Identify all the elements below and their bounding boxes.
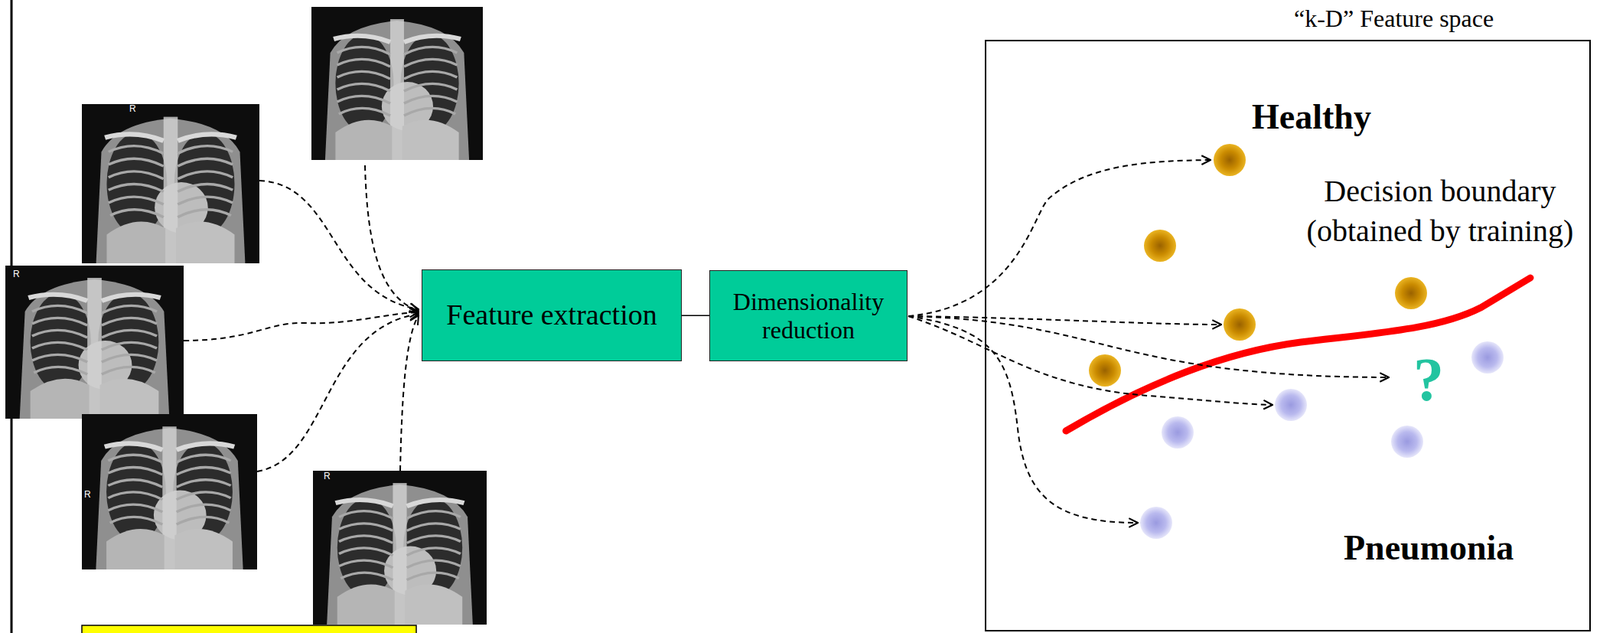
pneumonia-dot bbox=[1161, 416, 1194, 449]
class-label: Pneumonia bbox=[1343, 524, 1514, 571]
xray-marker: R bbox=[129, 103, 137, 116]
connector bbox=[681, 315, 710, 317]
xray-images bbox=[5, 6, 487, 625]
dashed-arrow bbox=[257, 313, 419, 472]
xray-marker: R bbox=[323, 470, 331, 483]
box-label: Feature extraction bbox=[446, 298, 657, 333]
dashed-arrow bbox=[364, 165, 419, 311]
pneumonia-dot bbox=[1140, 506, 1173, 539]
input-arrows bbox=[183, 165, 419, 472]
process-box: Dimensionality reduction bbox=[709, 270, 908, 362]
dashed-arrow bbox=[908, 316, 1222, 325]
pneumonia-dot bbox=[1391, 425, 1424, 458]
dashed-arrow bbox=[908, 316, 1273, 405]
pneumonia-dots bbox=[1140, 341, 1504, 539]
yellow-box bbox=[81, 625, 417, 633]
class-label: Healthy bbox=[1251, 94, 1372, 141]
xray-image bbox=[81, 413, 258, 570]
boundary-label: Decision boundary (obtained by training) bbox=[1294, 171, 1586, 251]
healthy-dot bbox=[1394, 276, 1428, 310]
dashed-arrow bbox=[400, 315, 419, 471]
healthy-dot bbox=[1223, 308, 1256, 341]
process-box: Feature extraction bbox=[421, 269, 682, 362]
xray-image bbox=[81, 104, 260, 264]
box-label: Dimensionality reduction bbox=[720, 287, 897, 345]
unknown-sample-mark: ? bbox=[1413, 339, 1444, 420]
healthy-dot bbox=[1143, 229, 1177, 262]
dashed-arrow bbox=[908, 316, 1138, 523]
pneumonia-dot bbox=[1471, 341, 1504, 374]
panel-heading: “k-D” Feature space bbox=[1293, 4, 1494, 33]
xray-marker: R bbox=[84, 488, 92, 502]
dashed-arrow bbox=[908, 159, 1211, 317]
xray-image bbox=[312, 470, 487, 625]
xray-marker: R bbox=[13, 268, 20, 281]
dashed-arrow bbox=[259, 180, 419, 310]
healthy-dot bbox=[1088, 354, 1121, 387]
pneumonia-dot bbox=[1274, 388, 1307, 421]
xray-image bbox=[5, 265, 184, 419]
xray-image bbox=[311, 6, 483, 160]
healthy-dot bbox=[1213, 143, 1246, 176]
decision-boundary bbox=[1065, 277, 1531, 431]
